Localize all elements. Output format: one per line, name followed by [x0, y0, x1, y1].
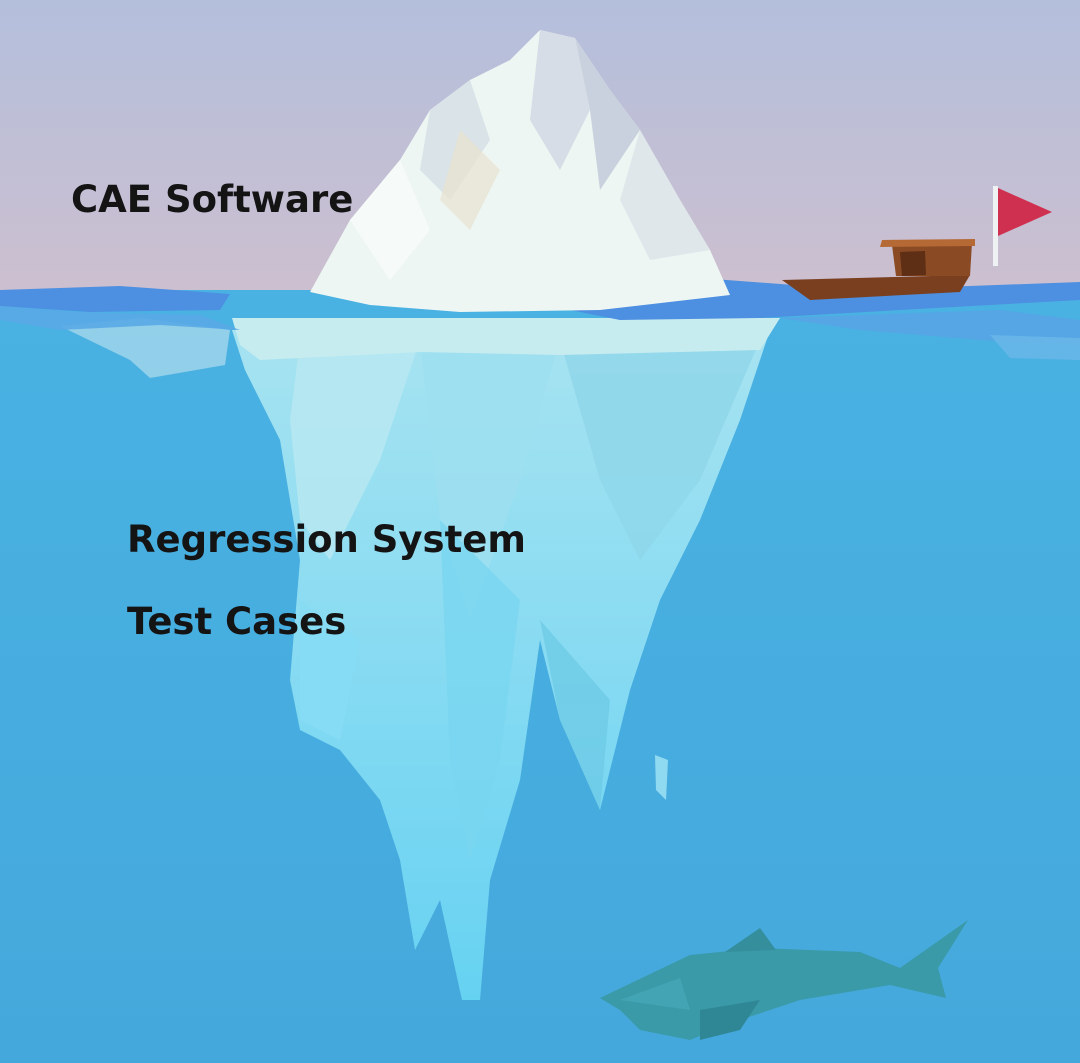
- below-water-label-test-cases: Test Cases: [127, 600, 347, 643]
- below-water-label-regression-system: Regression System: [127, 518, 526, 561]
- flag-icon: [993, 186, 1052, 266]
- iceberg-above: [310, 30, 730, 312]
- shark-icon: [600, 920, 968, 1040]
- iceberg-icon: [60, 318, 780, 1000]
- above-water-label: CAE Software: [71, 178, 354, 221]
- boat-icon: [782, 239, 975, 300]
